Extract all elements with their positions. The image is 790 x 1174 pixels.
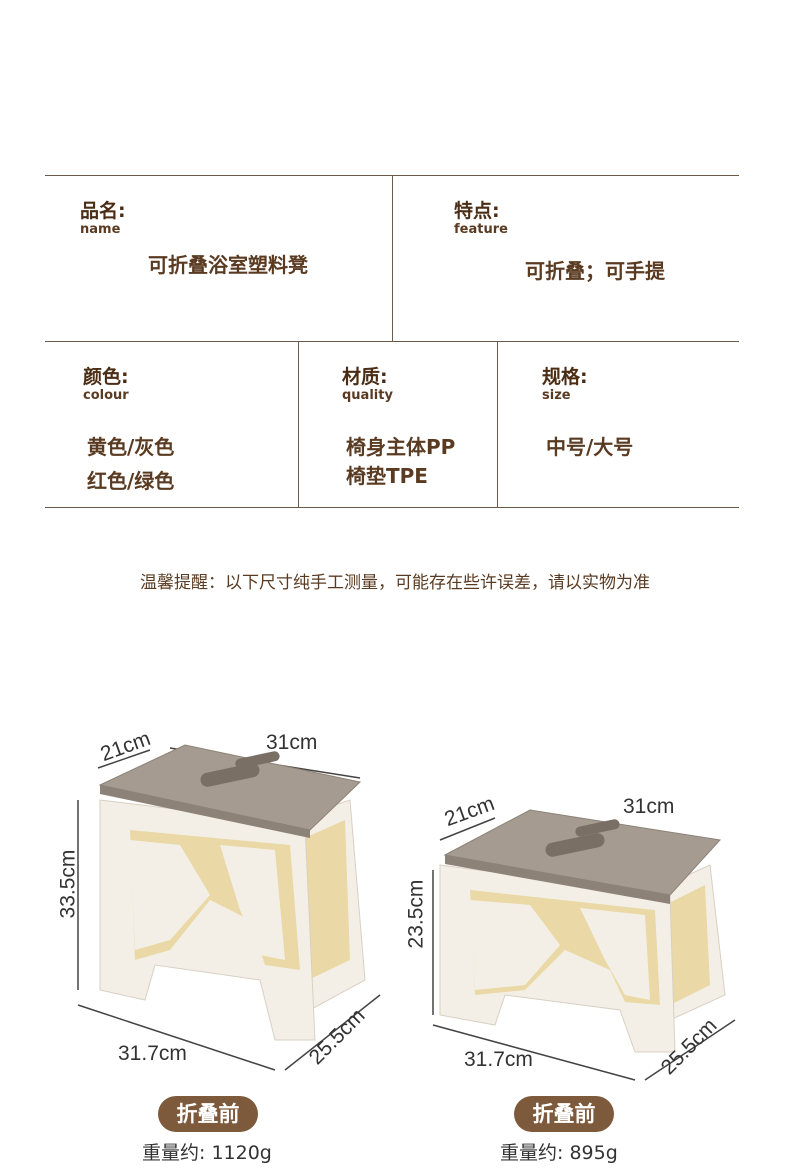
large-height: 33.5cm (56, 849, 80, 919)
feature-value: 可折叠；可手提 (525, 259, 665, 283)
table-divider-row1 (392, 175, 393, 341)
medium-stool-illustration (432, 809, 736, 1081)
medium-weight: 重量约: 895g (500, 1142, 618, 1164)
medium-height: 23.5cm (404, 879, 428, 949)
name-label-en: name (80, 222, 121, 237)
medium-width-top: 31cm (623, 795, 675, 818)
large-stool-illustration (77, 744, 381, 1071)
quality-label-en: quality (342, 388, 393, 403)
size-label: 规格: (542, 366, 588, 388)
colour-label-en: colour (83, 388, 129, 403)
large-base-width: 31.7cm (118, 1042, 187, 1065)
feature-label: 特点: (454, 200, 500, 222)
colour-value-1: 黄色/灰色 (87, 435, 175, 459)
measurement-notice: 温馨提醒：以下尺寸纯手工测量，可能存在些许误差，请以实物为准 (140, 573, 650, 593)
large-width-top: 31cm (266, 731, 318, 754)
colour-value-2: 红色/绿色 (87, 469, 175, 493)
size-value: 中号/大号 (546, 435, 634, 459)
medium-base-width: 31.7cm (464, 1048, 533, 1071)
large-weight: 重量约: 1120g (142, 1142, 272, 1164)
feature-label-en: feature (454, 222, 508, 237)
medium-badge: 折叠前 (514, 1096, 614, 1132)
quality-value-2: 椅垫TPE (346, 464, 428, 488)
quality-value-1: 椅身主体PP (346, 435, 456, 459)
table-divider-row2-b (497, 341, 498, 507)
table-middle-border (45, 341, 739, 342)
colour-label: 颜色: (83, 366, 129, 388)
size-label-en: size (542, 388, 571, 403)
table-bottom-border (45, 507, 739, 508)
quality-label: 材质: (342, 366, 388, 388)
large-badge: 折叠前 (158, 1096, 258, 1132)
name-value: 可折叠浴室塑料凳 (148, 253, 308, 277)
table-divider-row2-a (298, 341, 299, 507)
name-label: 品名: (80, 200, 126, 222)
